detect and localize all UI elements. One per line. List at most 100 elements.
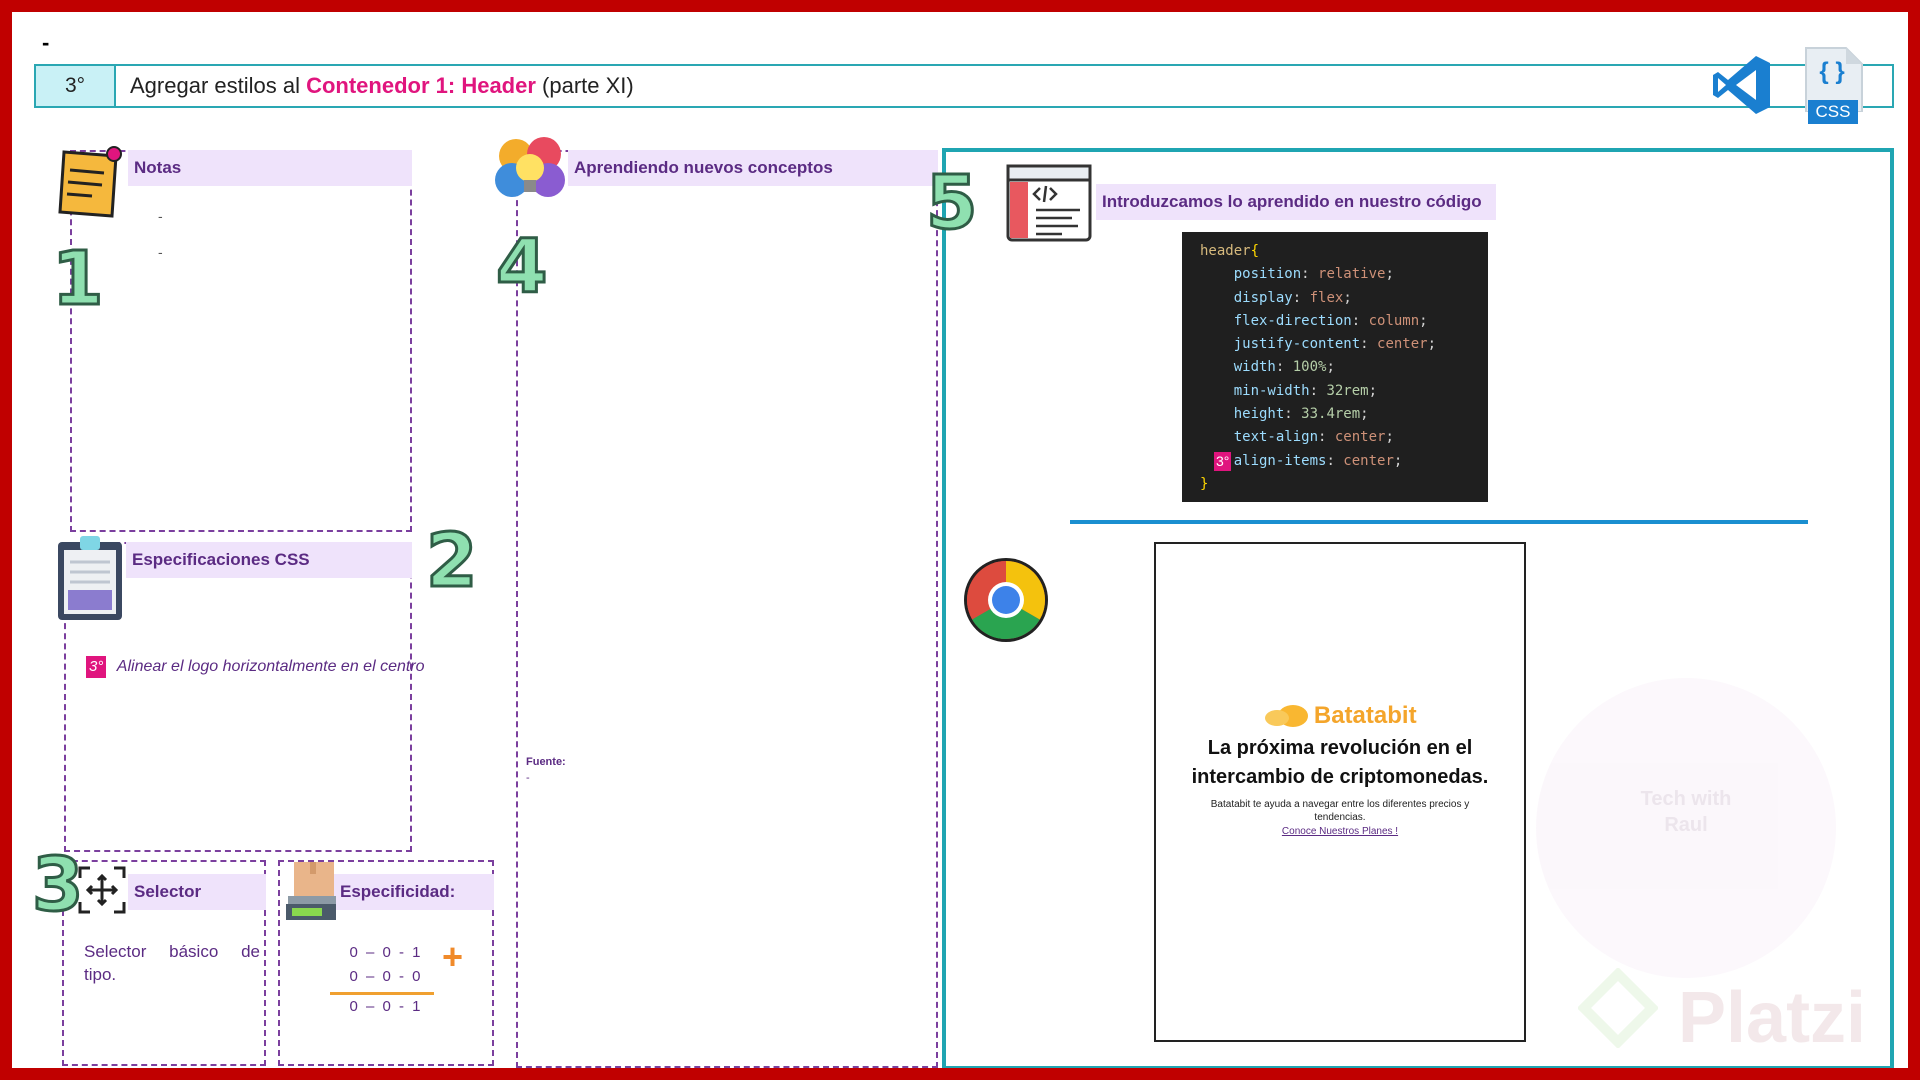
code-colon: :	[1309, 382, 1327, 399]
code-editor[interactable]: header{ position: relative; display: fle…	[1182, 232, 1488, 502]
code-property: min-width	[1233, 382, 1310, 399]
title-suffix: (parte XI)	[535, 73, 634, 98]
code-semicolon: ;	[1326, 359, 1335, 376]
code-lines: position: relative; display: flex; flex-…	[1200, 263, 1488, 473]
code-line: height: 33.4rem;	[1200, 403, 1488, 426]
brain-lightbulb-icon	[495, 137, 565, 197]
code-selector: header	[1200, 243, 1251, 259]
scale-box-icon	[286, 862, 336, 920]
code-property: flex-direction	[1233, 312, 1352, 329]
clipboard-icon	[58, 536, 122, 620]
code-line: width: 100%;	[1200, 356, 1488, 379]
code-line: flex-direction: column;	[1200, 310, 1488, 333]
preview-logo: Batatabit	[1156, 702, 1524, 730]
code-property: display	[1233, 289, 1293, 306]
watermark-badge-line2: Raul	[1664, 814, 1708, 836]
slide: - 3° Agregar estilos al Contenedor 1: He…	[12, 12, 1908, 1068]
code-line: display: flex;	[1200, 287, 1488, 310]
platzi-watermark: Platzi	[1678, 978, 1867, 1058]
batatabit-logo-icon	[1265, 705, 1309, 727]
code-close-brace: }	[1200, 475, 1209, 492]
chrome-icon	[964, 558, 1048, 642]
concepts-box	[516, 150, 938, 1068]
css-badge: CSS	[1808, 100, 1858, 124]
code-property: justify-content	[1233, 336, 1361, 353]
specificity-title: Especificidad:	[334, 874, 494, 910]
concepts-source-label: Fuente:	[526, 756, 566, 768]
code-window-icon	[1006, 164, 1092, 242]
preview-link[interactable]: Conoce Nuestros Planes !	[1281, 826, 1399, 837]
code-colon: :	[1301, 266, 1319, 283]
browser-preview: Batatabit La próxima revolución en el in…	[1154, 542, 1526, 1042]
code-line-close: }	[1200, 473, 1488, 496]
specs-title: Especificaciones CSS	[126, 542, 412, 578]
number-4: 4	[495, 224, 549, 310]
code-property: height	[1233, 406, 1285, 423]
number-2: 2	[425, 518, 479, 604]
title-prefix: Agregar estilos al	[130, 73, 307, 98]
code-property: align-items	[1233, 452, 1327, 469]
preview-heading: La próxima revolución en el intercambio …	[1191, 737, 1489, 788]
code-value: center	[1377, 336, 1428, 353]
code-semicolon: ;	[1427, 336, 1437, 353]
code-line: justify-content: center;	[1200, 333, 1488, 356]
code-section-title: Introduzcamos lo aprendido en nuestro có…	[1096, 184, 1496, 220]
sticky-note-icon	[58, 146, 122, 218]
code-semicolon: ;	[1385, 429, 1394, 446]
preview-description: Batatabit te ayuda a navegar entre los d…	[1210, 799, 1470, 823]
code-semicolon: ;	[1343, 289, 1352, 306]
specificity-row-2: 0 – 0 - 0	[349, 968, 423, 985]
code-line: text-align: center;	[1200, 426, 1488, 449]
code-open-brace: {	[1250, 243, 1260, 259]
code-colon: :	[1275, 359, 1293, 376]
css-file-icon: { } CSS	[1802, 46, 1864, 126]
code-value: 32rem	[1326, 382, 1369, 399]
concepts-source-value: -	[526, 772, 530, 784]
code-value: flex	[1309, 289, 1344, 306]
concepts-title: Aprendiendo nuevos conceptos	[568, 150, 938, 186]
preview-logo-text: Batatabit	[1313, 702, 1417, 729]
code-semicolon: ;	[1385, 266, 1394, 283]
css-braces: { }	[1819, 58, 1845, 85]
specificity-plus: +	[442, 936, 464, 977]
specificity-row-1: 0 – 0 - 1	[349, 944, 423, 961]
selector-title: Selector	[128, 874, 266, 910]
code-colon: :	[1292, 289, 1310, 306]
code-colon: :	[1318, 429, 1335, 446]
code-semicolon: ;	[1393, 452, 1403, 469]
code-value: 100%	[1292, 359, 1327, 376]
move-select-icon	[78, 866, 126, 914]
code-line: position: relative;	[1200, 263, 1488, 286]
page-title: Agregar estilos al Contenedor 1: Header …	[130, 66, 634, 106]
number-1: 1	[51, 236, 105, 322]
code-colon: :	[1326, 452, 1344, 469]
code-colon: :	[1284, 406, 1302, 423]
code-property: text-align	[1233, 429, 1319, 446]
top-dash: -	[42, 30, 50, 55]
specs-item-text: Alinear el logo horizontalmente en el ce…	[116, 658, 425, 675]
selector-box	[62, 860, 266, 1066]
vscode-icon	[1713, 56, 1770, 114]
number-5: 5	[925, 160, 979, 246]
specs-item: 3° Alinear el logo horizontalmente en el…	[86, 656, 425, 678]
code-colon: :	[1351, 312, 1369, 329]
code-panel	[942, 148, 1894, 1068]
code-colon: :	[1360, 336, 1378, 353]
specificity-box	[278, 860, 494, 1066]
selector-text: Selector básico de tipo.	[84, 942, 260, 984]
code-value: relative	[1318, 266, 1386, 283]
platzi-logo-icon	[1578, 968, 1658, 1048]
specs-item-tag: 3°	[86, 656, 107, 678]
header-bar: 3° Agregar estilos al Contenedor 1: Head…	[34, 64, 1894, 108]
panel-divider	[1070, 520, 1808, 524]
notes-item: -	[158, 244, 163, 260]
code-semicolon: ;	[1360, 406, 1369, 423]
tech-with-raul-watermark: Tech with Raul	[1536, 678, 1836, 978]
code-line: min-width: 32rem;	[1200, 380, 1488, 403]
watermark-badge-line1: Tech with	[1640, 788, 1732, 810]
code-property: position	[1233, 266, 1302, 283]
code-value: center	[1334, 429, 1386, 446]
code-semicolon: ;	[1368, 382, 1378, 399]
code-line-selector: header{	[1200, 240, 1488, 263]
number-3: 3	[31, 842, 85, 928]
